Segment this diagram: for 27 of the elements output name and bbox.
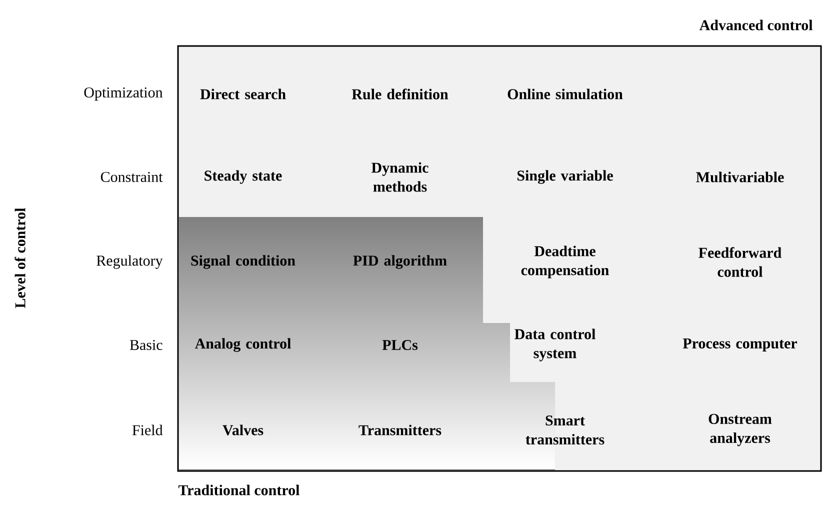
cell-text: Data control system <box>514 328 596 362</box>
cell-text: Deadtime compensation <box>521 246 609 278</box>
cell-text: Transmitters <box>358 424 442 436</box>
cell-text: Feedforward control <box>698 247 782 277</box>
cell-text: Multivariable <box>696 172 784 182</box>
row-label: Regulatory <box>96 255 163 269</box>
row-label: Optimization <box>84 87 163 101</box>
corner-label: Advanced control <box>699 20 813 30</box>
cell-text: Process computer <box>682 338 798 352</box>
cell-text: Valves <box>222 424 264 436</box>
cell-text: Signal condition <box>191 255 296 269</box>
axis-title: Level of control <box>14 208 26 308</box>
cell-text: Steady state <box>204 170 282 184</box>
row-label: Field <box>132 424 163 436</box>
cell-text: Single variable <box>517 170 613 184</box>
row-label: Constraint <box>100 172 163 182</box>
cell-text: Onstream analyzers <box>708 414 772 446</box>
corner-label: Traditional control <box>178 484 300 496</box>
cell-text: Online simulation <box>508 88 623 100</box>
cell-text: Direct search <box>200 88 286 100</box>
cell-text: PID algorithm <box>353 255 447 269</box>
cell-text: Rule definition <box>352 88 448 100</box>
row-label: Basic <box>130 340 162 350</box>
cell-text: PLCs <box>382 340 418 350</box>
cell-text: Analog control <box>194 338 291 352</box>
cell-text: Dynamic methods <box>372 162 428 192</box>
cell-text: Smart transmitters <box>526 415 604 445</box>
